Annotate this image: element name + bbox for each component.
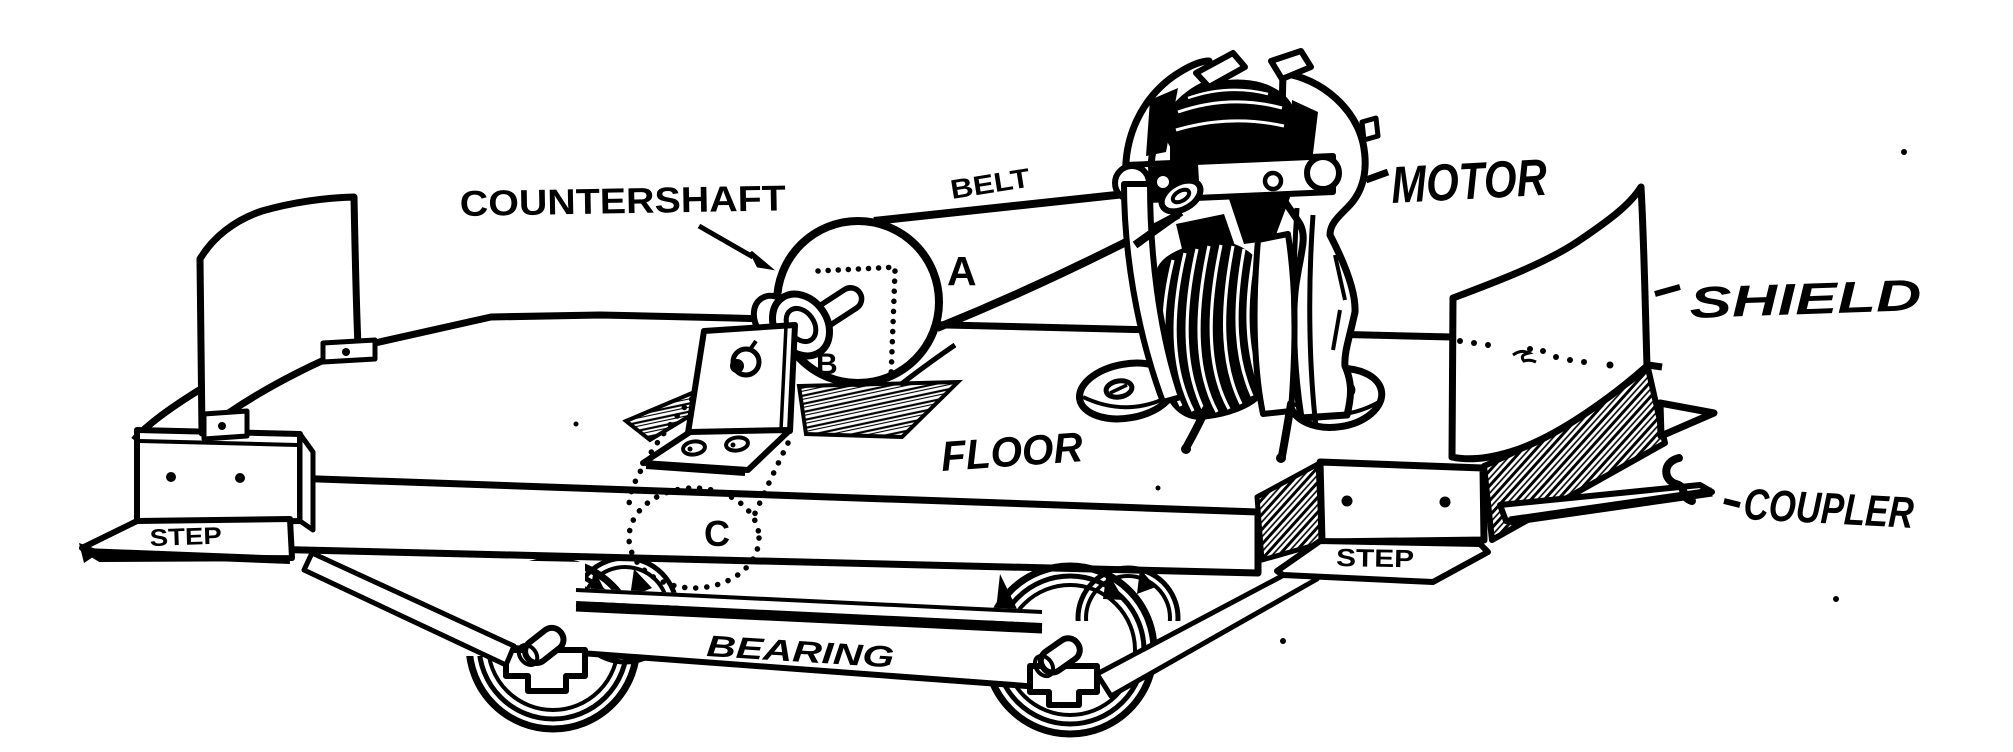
svg-text:COUNTERSHAFT: COUNTERSHAFT bbox=[459, 177, 786, 224]
svg-text:MOTOR: MOTOR bbox=[1390, 149, 1549, 215]
svg-text:STEP: STEP bbox=[1336, 544, 1414, 573]
svg-text:STEP: STEP bbox=[149, 523, 222, 552]
svg-text:SHIELD: SHIELD bbox=[1689, 271, 1923, 328]
svg-text:COUPLER: COUPLER bbox=[1742, 480, 1915, 538]
svg-text:A: A bbox=[947, 248, 977, 294]
svg-text:FLOOR: FLOOR bbox=[939, 423, 1085, 480]
svg-text:C: C bbox=[704, 513, 730, 554]
svg-text:B: B bbox=[816, 348, 838, 381]
